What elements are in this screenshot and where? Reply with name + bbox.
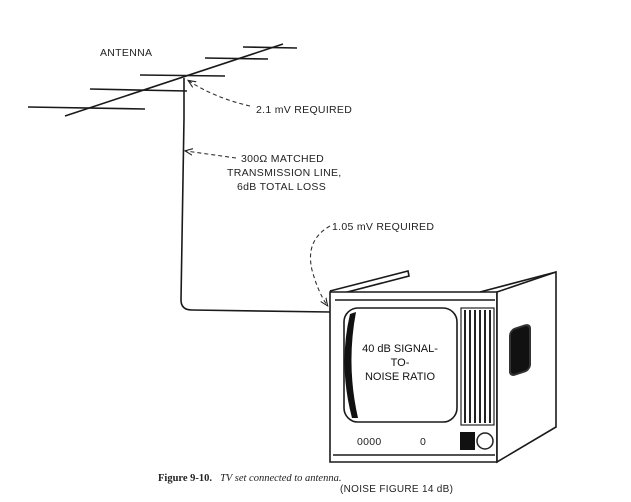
screen-text-3: NOISE RATIO [365, 371, 436, 383]
tv-knob-square [460, 432, 475, 450]
tv-knob-icon [476, 432, 494, 450]
antenna-voltage-label: 2.1 mV REQUIRED [256, 104, 352, 116]
antenna-icon [27, 43, 298, 117]
antenna-label: ANTENNA [100, 47, 152, 59]
line-label-2: TRANSMISSION LINE, [227, 167, 342, 179]
screen-text-1: 40 dB SIGNAL- [362, 343, 438, 355]
speaker-grille [460, 307, 495, 426]
tv-button-single: 0 [420, 436, 426, 448]
line-label-1: 300Ω MATCHED [241, 153, 324, 165]
noise-figure-label: (NOISE FIGURE 14 dB) [340, 484, 453, 495]
tv-voltage-label: 1.05 mV REQUIRED [332, 221, 434, 233]
screen-text-2: TO- [391, 357, 410, 369]
figure-number: Figure 9-10. [158, 473, 213, 484]
line-arrow [186, 151, 237, 159]
figure-caption-text: TV set connected to antenna. [220, 473, 342, 484]
transmission-line [180, 78, 331, 313]
antenna-arrow [189, 81, 251, 107]
tv-set-icon [329, 270, 557, 464]
side-speaker [509, 324, 531, 376]
tv-arrow [309, 225, 331, 305]
tv-screen [343, 307, 458, 423]
line-label-3: 6dB TOTAL LOSS [237, 181, 326, 193]
figure-caption: Figure 9-10. TV set connected to antenna… [158, 468, 341, 486]
tv-buttons: 0000 [357, 436, 382, 448]
